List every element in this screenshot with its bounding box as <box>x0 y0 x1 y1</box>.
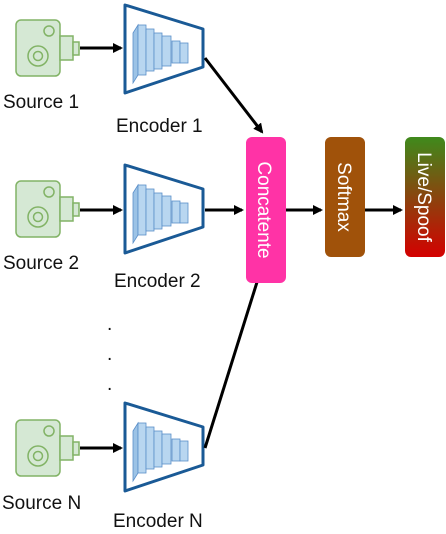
camera-icon-source-n <box>15 419 80 477</box>
camera-icon-source-1 <box>15 19 80 77</box>
source-2-label: Source 2 <box>3 253 79 274</box>
ellipsis-dot: . <box>107 344 112 365</box>
arrow-encoder-1-to-concat <box>203 57 264 134</box>
softmax-label: Softmax <box>333 162 354 232</box>
encoder-n-block <box>123 401 205 493</box>
source-1-label: Source 1 <box>3 92 79 113</box>
encoder-2-label: Encoder 2 <box>114 271 201 292</box>
camera-icon-source-2 <box>15 180 80 238</box>
encoder-2-block <box>123 163 205 255</box>
encoder-1-block <box>123 3 205 95</box>
live-spoof-output-block <box>405 137 445 257</box>
concatenate-label: Concatente <box>253 161 274 258</box>
encoder-n-label: Encoder N <box>113 511 203 532</box>
live-spoof-label: Live/Spoof <box>413 152 434 243</box>
encoder-1-label: Encoder 1 <box>116 116 203 137</box>
source-n-label: Source N <box>2 493 81 514</box>
arrow-encoder-n-to-concat <box>203 261 266 449</box>
ellipsis-dot: . <box>107 374 112 395</box>
ellipsis-dot: . <box>107 314 112 335</box>
concatenate-block <box>246 137 286 283</box>
softmax-block <box>325 137 365 257</box>
